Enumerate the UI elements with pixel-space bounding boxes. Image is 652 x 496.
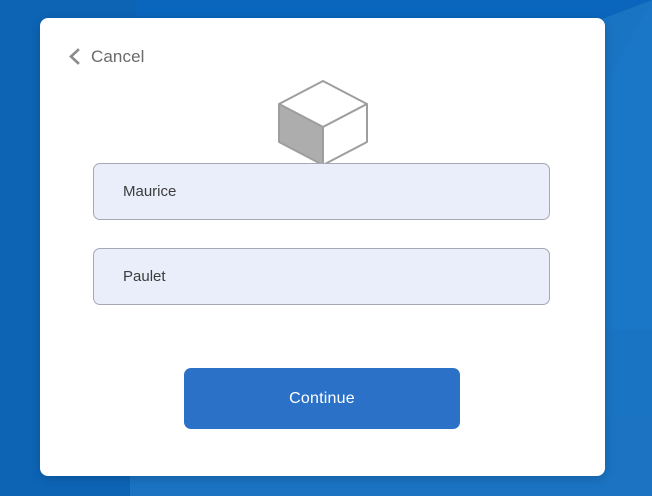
last-name-field[interactable]: [93, 248, 550, 305]
chevron-left-icon: [67, 48, 82, 65]
continue-button[interactable]: Continue: [184, 368, 460, 429]
cube-icon: [276, 78, 370, 168]
first-name-field[interactable]: [93, 163, 550, 220]
dialog-card: Cancel Continue: [40, 18, 605, 476]
cancel-button[interactable]: Cancel: [67, 48, 145, 65]
logo-container: [40, 78, 605, 168]
cancel-label: Cancel: [91, 47, 145, 66]
